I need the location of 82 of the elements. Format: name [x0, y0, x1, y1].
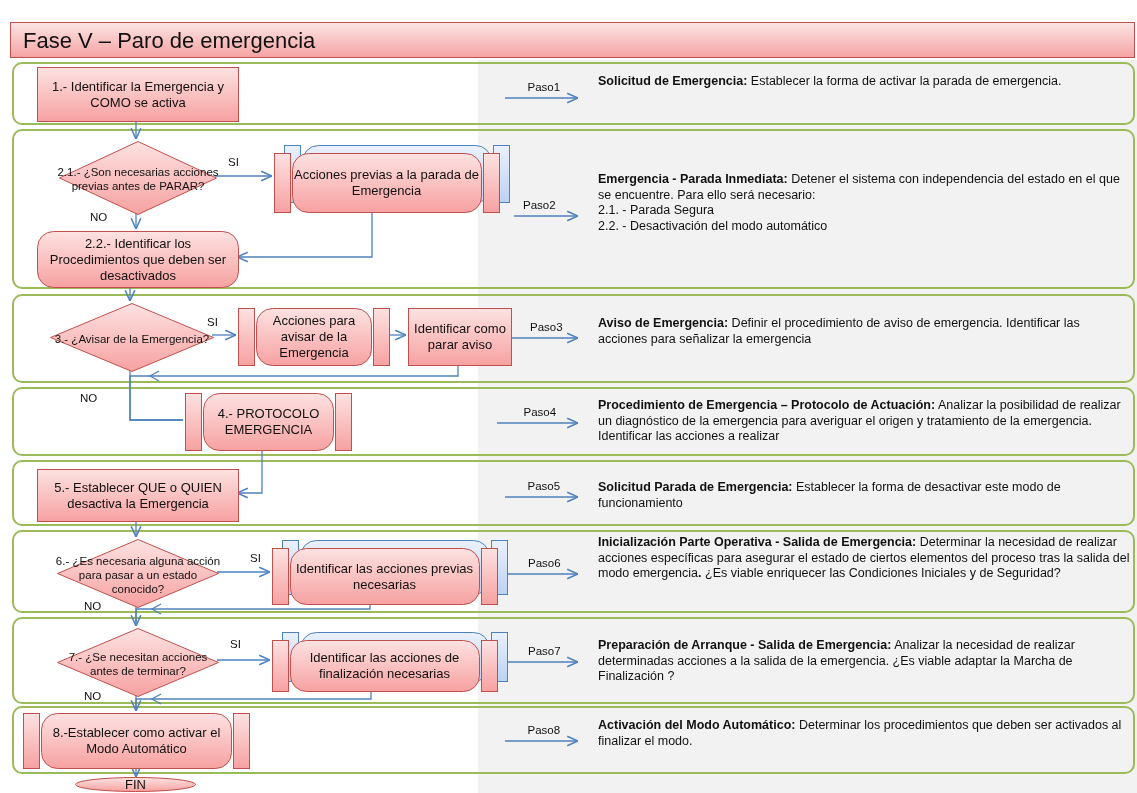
arrow — [130, 519, 142, 538]
step-text: 8.-Establecer como activar el Modo Automático — [51, 725, 222, 757]
arrow — [130, 694, 142, 712]
edge-label: NO — [84, 690, 102, 702]
edge-label: SI — [230, 638, 241, 650]
lane-band — [12, 387, 1135, 456]
edge-label: Paso7 — [528, 645, 561, 657]
process-box — [37, 67, 239, 122]
edge-label: Paso4 — [523, 406, 557, 418]
edge-label: SI — [228, 156, 239, 168]
subprocess-box — [272, 632, 508, 692]
arrow — [504, 735, 579, 747]
step-text: 5.- Establecer QUE o QUIEN desactiva la Emergencia — [53, 479, 223, 512]
step-description: 2.2. - Desactivación del modo automático — [598, 218, 829, 234]
step-text: Acciones previas a la parada de Emergencia — [294, 167, 479, 199]
edge-label: Paso3 — [530, 321, 563, 333]
edge-label: SI — [207, 316, 218, 328]
edge-label: SI — [250, 552, 261, 564]
decision-diamond — [59, 141, 217, 215]
step-text: 1.- Identificar la Emergencia y COMO se activa — [51, 78, 225, 111]
step-description: Solicitud de Emergencia: Establecer la forma de activar la parada de emergencia. — [580, 74, 1132, 104]
process-box — [408, 308, 512, 366]
lane-band — [12, 62, 1135, 125]
arrow — [504, 92, 579, 104]
lane-band — [12, 530, 1135, 613]
lane-band — [12, 460, 1135, 526]
step-text: 3.- ¿Avisar de la Emergencia? — [54, 331, 210, 346]
subprocess-box — [185, 393, 352, 451]
arrow — [513, 210, 579, 222]
title: Fase V – Paro de emergencia — [10, 22, 1135, 58]
subprocess-box — [238, 308, 390, 366]
arrow — [509, 332, 579, 344]
arrow — [236, 448, 263, 499]
lane-band — [12, 294, 1135, 383]
subprocess-box — [274, 145, 510, 213]
edge-label: NO — [84, 600, 102, 612]
lane-band — [12, 617, 1135, 704]
step-description: Emergencia - Parada Inmediata: Detener el sistema con independencia del estado en el que se encuentre. Para ello será necesario: — [598, 172, 1121, 203]
step-text: 4.- PROTOCOLO EMERGENCIA — [216, 406, 321, 438]
arrow — [216, 654, 271, 666]
step-text: Acciones para avisar de la Emergencia — [271, 313, 357, 361]
arrow — [216, 566, 271, 578]
step-text: 2.2.- Identificar los Procedimientos que deben ser desactivados — [48, 235, 228, 284]
edge-label: NO — [80, 392, 98, 404]
lane-band — [12, 129, 1135, 289]
step-description: Aviso de Emergencia: Definir el procedimiento de aviso de emergencia. Identificar las acciones para señalizar la emergencia — [580, 316, 1132, 358]
arrow — [236, 210, 373, 263]
step-text: Identificar las acciones de finalización necesarias — [308, 650, 461, 682]
decision-diamond — [57, 539, 219, 608]
step-text: Identificar como parar aviso — [413, 321, 507, 353]
edge-label: Paso6 — [528, 557, 561, 569]
terminal-oval — [75, 777, 196, 792]
process-box — [37, 231, 239, 288]
subprocess-box — [23, 713, 250, 769]
edge-label: NO — [90, 211, 108, 223]
subprocess-box — [272, 540, 508, 605]
edge-label: Paso2 — [523, 199, 556, 211]
arrow — [130, 119, 142, 140]
step-description: Inicialización Parte Operativa - Salida de Emergencia: Determinar la necesidad de realizar acciones específicas para asegurar el estado de ciertos elementos del proceso tras la salida del modo emergencia. ¿Es viable enriquecer las Condiciones Iniciales y de Seguridad? — [580, 535, 1132, 613]
lane-band — [12, 706, 1135, 774]
step-description: 2.1. - Parada Segura — [598, 203, 716, 219]
step-text: 7.- ¿Se necesitan acciones antes de terminar? — [67, 649, 209, 678]
arrow — [505, 568, 579, 580]
process-box — [37, 469, 239, 522]
arrow — [211, 329, 237, 341]
arrow — [130, 605, 142, 627]
edge-label: Paso8 — [527, 724, 561, 736]
step-description: Procedimiento de Emergencia – Protocolo de Actuación: Analizar la posibilidad de realizar un diagnóstico de la emergencia para averiguar el origen y tratamiento de la emergencia. Identificar las acciones a realizar — [580, 398, 1132, 456]
arrow — [496, 417, 579, 429]
step-description: Activación del Modo Automático: Determinar los procedimientos que deben ser activados al finalizar el modo. — [580, 718, 1132, 762]
arrow — [124, 285, 136, 302]
step-text: FIN — [125, 776, 146, 793]
step-text: Identificar las acciones previas necesarias — [295, 560, 474, 593]
edge-label: Paso5 — [527, 480, 561, 492]
arrow — [214, 170, 273, 182]
step-description: Preparación de Arranque - Salida de Emergencia: Analizar la necesidad de realizar determinadas acciones a la salida de la emergencia. ¿Es viable adaptar la Marcha de Finalización ? — [580, 638, 1132, 700]
arrow — [130, 212, 142, 230]
arrow — [505, 656, 579, 668]
arrow — [387, 329, 407, 341]
step-description: Solicitud Parada de Emergencia: Establecer la forma de desactivar este modo de funcionamiento — [580, 480, 1132, 522]
edge-label: Paso1 — [527, 81, 561, 93]
arrow — [504, 491, 579, 503]
